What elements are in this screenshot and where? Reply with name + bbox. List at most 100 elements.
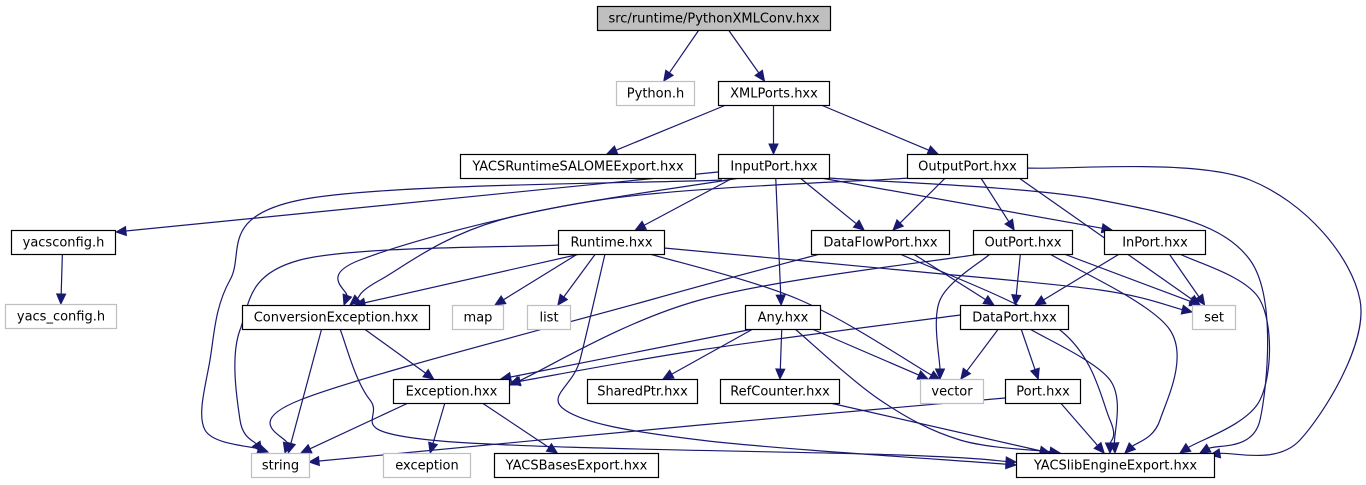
- node-box: [1191, 304, 1237, 331]
- node-label: map: [464, 311, 493, 326]
- arrowhead: [1180, 304, 1194, 315]
- edge-line: [562, 253, 596, 299]
- node-box: [4, 303, 118, 330]
- node-label: set: [1204, 311, 1224, 326]
- node-inport[interactable]: InPort.hxx: [1103, 229, 1207, 256]
- node-label: SharedPtr.hxx: [597, 385, 688, 400]
- edge-inputport-to-conversionexception: [349, 177, 741, 306]
- edge-line: [364, 328, 427, 375]
- edge-line: [668, 29, 700, 74]
- node-outport[interactable]: OutPort.hxx: [972, 229, 1074, 256]
- node-box: [382, 452, 472, 479]
- node-label: exception: [395, 459, 459, 474]
- edge-line: [234, 244, 561, 445]
- node-dataport[interactable]: DataPort.hxx: [959, 304, 1070, 331]
- edge-line: [502, 253, 578, 301]
- node-yacsconfig[interactable]: yacsconfig.h: [10, 229, 117, 256]
- edge-runtime-to-yacslibengineexport: [557, 253, 1018, 470]
- node-string: string: [250, 452, 311, 479]
- node-box: [250, 452, 311, 479]
- node-yacsbasesexport[interactable]: YACSBasesExport.hxx: [493, 452, 660, 479]
- edge-line: [965, 328, 999, 373]
- node-vector: vector: [919, 378, 985, 405]
- arrowhead: [634, 220, 648, 231]
- edge-line: [269, 253, 821, 445]
- edge-port-to-string: [307, 397, 1006, 467]
- node-yacsruntimesalome[interactable]: YACSRuntimeSALOMEExport.hxx: [459, 153, 697, 180]
- edge-line: [432, 402, 446, 445]
- node-box: [459, 153, 697, 180]
- edge-dataport-to-exception_hxx: [508, 314, 961, 387]
- node-label: yacs_config.h: [17, 310, 105, 325]
- node-yacslibengineexport[interactable]: YACSlibEngineExport.hxx: [1015, 452, 1216, 479]
- node-box: [596, 5, 832, 32]
- arrowhead: [493, 294, 507, 306]
- node-label: DataPort.hxx: [972, 311, 1057, 326]
- node-port[interactable]: Port.hxx: [1004, 378, 1082, 405]
- node-any[interactable]: Any.hxx: [744, 304, 822, 331]
- arrowhead: [285, 441, 297, 455]
- edge-xmlports-to-yacsruntimesalome: [605, 104, 727, 155]
- edge-runtime-to-map: [493, 253, 578, 306]
- node-sharedptr[interactable]: SharedPtr.hxx: [586, 378, 699, 405]
- node-box: [717, 80, 831, 107]
- edge-line: [794, 328, 1052, 453]
- node-box: [451, 304, 505, 331]
- edge-any-to-sharedptr: [662, 328, 754, 380]
- arrowhead: [1011, 294, 1022, 307]
- node-box: [586, 378, 699, 405]
- arrowhead: [1124, 441, 1137, 454]
- node-box: [1015, 452, 1216, 479]
- node-box: [392, 378, 511, 405]
- edge-outport-to-vector: [934, 253, 991, 381]
- edge-line: [829, 402, 1042, 452]
- edge-line: [1015, 253, 1021, 297]
- arrowhead: [926, 145, 940, 155]
- arrowhead: [1093, 441, 1105, 454]
- node-label: InPort.hxx: [1122, 236, 1188, 251]
- node-label: Port.hxx: [1016, 385, 1070, 400]
- arrowhead: [307, 455, 320, 467]
- edge-line: [124, 171, 719, 232]
- edge-inport-to-yacslibengineexport: [1178, 253, 1271, 454]
- node-box: [1103, 229, 1207, 256]
- node-box: [526, 304, 572, 331]
- node-label: Python.h: [627, 87, 684, 102]
- node-label: XMLPorts.hxx: [730, 87, 818, 102]
- node-label: vector: [931, 385, 973, 400]
- edge-line: [728, 29, 760, 74]
- node-refcounter[interactable]: RefCounter.hxx: [719, 378, 841, 405]
- edge-conversionexception-to-string: [285, 328, 323, 455]
- edge-conversionexception-to-exception_hxx: [364, 328, 435, 380]
- edge-conversionexception-to-yacslibengineexport: [339, 328, 1018, 467]
- node-outputport[interactable]: OutputPort.hxx: [906, 153, 1029, 180]
- edge-runtime-to-list: [557, 253, 596, 306]
- node-runtime[interactable]: Runtime.hxx: [557, 229, 666, 256]
- arrowhead: [251, 440, 263, 454]
- arrowhead: [754, 69, 766, 82]
- arrowhead: [982, 294, 995, 306]
- node-dataflowport[interactable]: DataFlowPort.hxx: [810, 229, 951, 256]
- arrowhead: [508, 376, 522, 387]
- node-box: [493, 452, 660, 479]
- node-label: OutputPort.hxx: [918, 160, 1017, 175]
- arrowhead: [1198, 443, 1212, 454]
- edge-line: [290, 328, 323, 445]
- arrowhead: [775, 368, 786, 381]
- node-label: YACSlibEngineExport.hxx: [1033, 459, 1198, 474]
- node-box: [906, 153, 1029, 180]
- node-root[interactable]: src/runtime/PythonXMLConv.hxx: [596, 5, 832, 32]
- edge-line: [1049, 253, 1178, 448]
- arrowhead: [775, 294, 786, 307]
- node-exception-hxx[interactable]: Exception.hxx: [392, 378, 511, 405]
- node-conversionexception[interactable]: ConversionException.hxx: [241, 304, 431, 331]
- edge-line: [899, 253, 1115, 445]
- node-inputport[interactable]: InputPort.hxx: [717, 153, 831, 180]
- arrowhead: [299, 443, 313, 454]
- node-xmlports[interactable]: XMLPorts.hxx: [717, 80, 831, 107]
- edge-line: [518, 314, 961, 383]
- node-set: set: [1191, 304, 1237, 331]
- node-label: src/runtime/PythonXMLConv.hxx: [608, 12, 819, 27]
- node-box: [744, 304, 822, 331]
